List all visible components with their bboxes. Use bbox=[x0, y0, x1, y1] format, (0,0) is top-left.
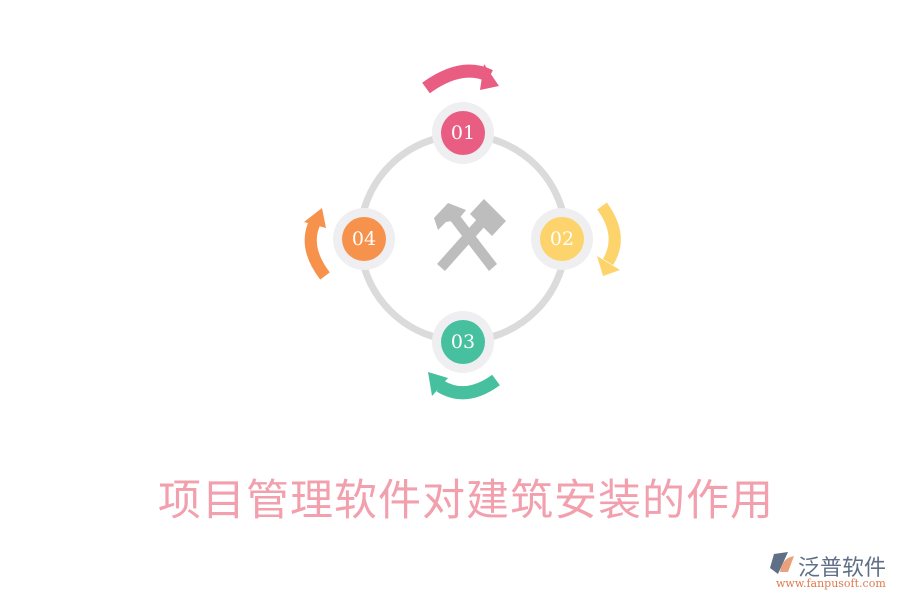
step-badge-04: 04 bbox=[342, 217, 386, 261]
step-badge-02: 02 bbox=[540, 217, 584, 261]
watermark-url: www.fanpusoft.com bbox=[776, 577, 886, 590]
arrow-right-icon bbox=[597, 202, 621, 276]
step-node-03: 03 bbox=[432, 311, 494, 373]
step-node-02: 02 bbox=[531, 208, 593, 270]
watermark-logo: 泛普软件 www.fanpusoft.com bbox=[768, 550, 896, 594]
step-badge-03: 03 bbox=[441, 320, 485, 364]
arrow-left-icon bbox=[304, 208, 330, 280]
arrow-top-icon bbox=[422, 64, 499, 94]
fanpu-logo-icon bbox=[770, 552, 794, 574]
step-node-04: 04 bbox=[333, 208, 395, 270]
arrow-bottom-icon bbox=[428, 372, 500, 400]
hammers-crossed-icon bbox=[434, 199, 506, 271]
watermark-brand: 泛普软件 bbox=[798, 556, 887, 581]
step-node-01: 01 bbox=[432, 102, 494, 164]
diagram-title: 项目管理软件对建筑安装的作用 bbox=[158, 476, 774, 526]
step-badge-01: 01 bbox=[441, 111, 485, 155]
